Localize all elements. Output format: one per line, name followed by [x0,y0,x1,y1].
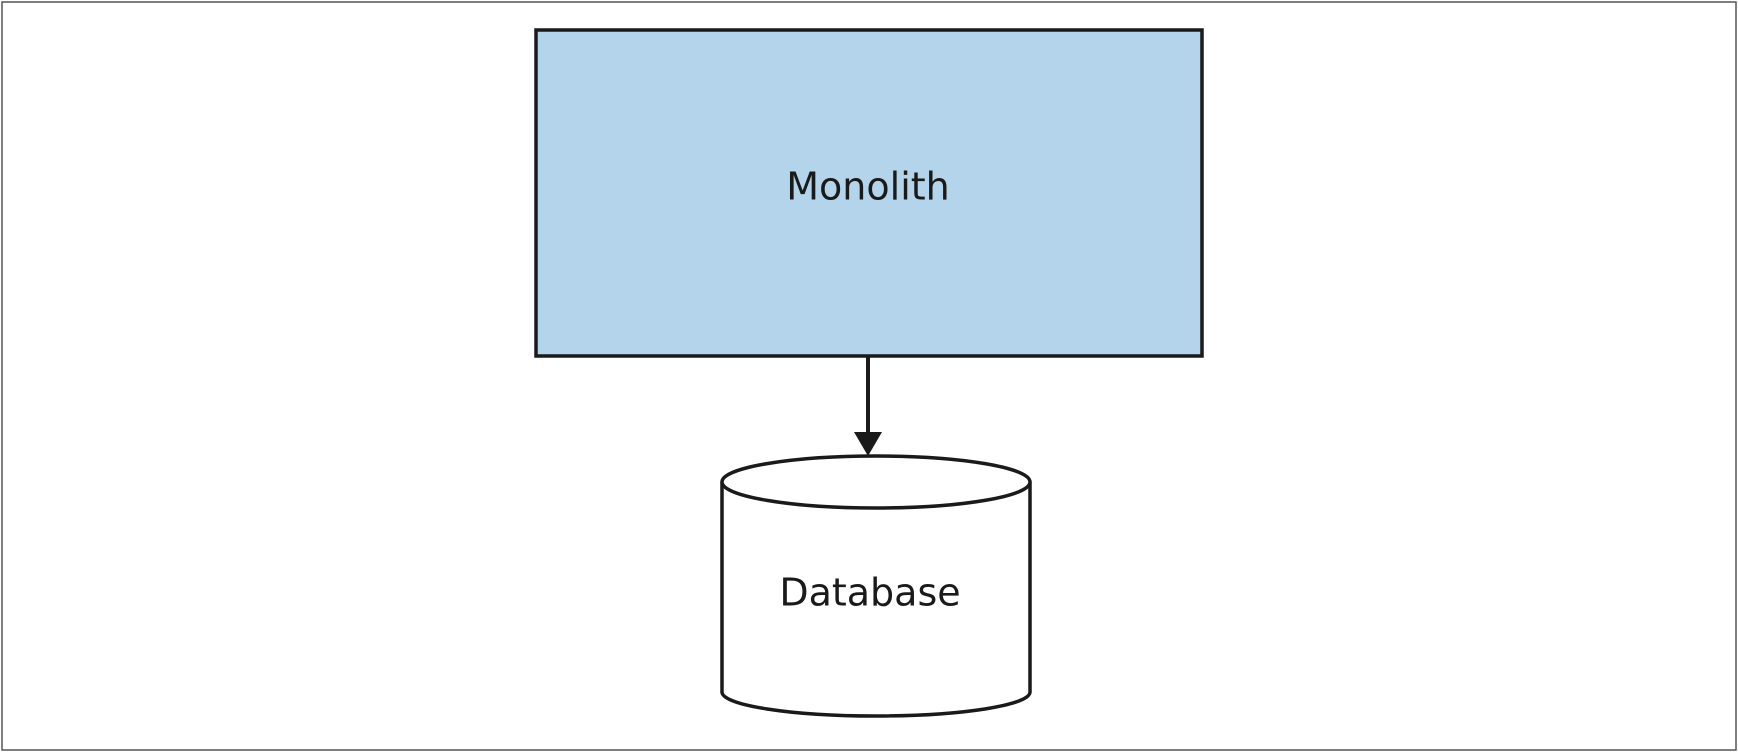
database-cylinder-body [720,482,1032,718]
database-node[interactable]: Database [720,454,1032,718]
monolith-node[interactable]: Monolith [534,28,1204,358]
database-cylinder-top [720,454,1032,510]
monolith-label: Monolith [786,165,949,209]
monolith-box [534,28,1204,358]
arrowhead-icon [854,432,882,456]
database-label: Database [779,571,960,615]
monolith-to-database-edge [854,356,882,456]
